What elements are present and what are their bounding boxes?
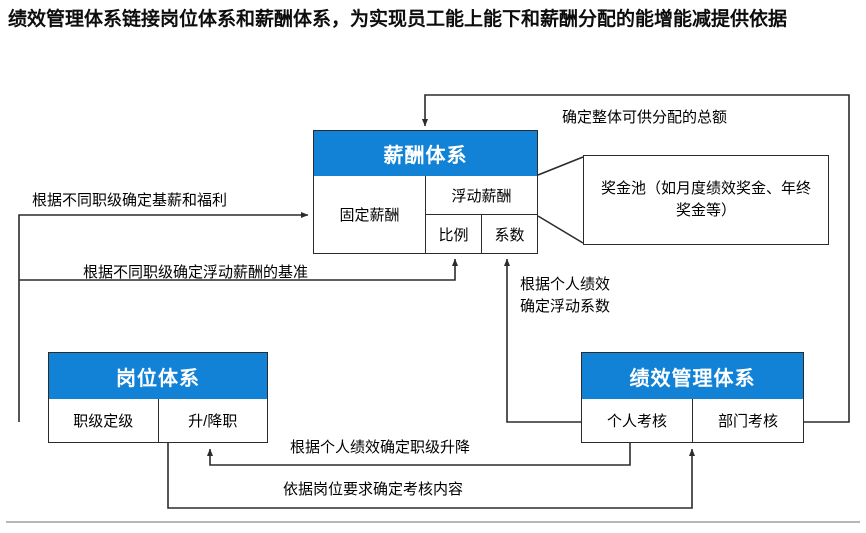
- position-system-box[interactable]: 岗位体系 职级定级 升/降职: [48, 352, 268, 443]
- coefficient-cell[interactable]: 系数: [481, 215, 537, 253]
- floating-salary-subcells: 比例 系数: [426, 215, 537, 253]
- position-system-body: 职级定级 升/降职: [49, 399, 267, 442]
- label-floating-base: 根据不同职级确定浮动薪酬的基准: [83, 264, 309, 281]
- footer-divider: [6, 521, 860, 523]
- salary-system-box[interactable]: 薪酬体系 固定薪酬 浮动薪酬 比例 系数: [313, 130, 538, 254]
- floating-salary-cell[interactable]: 浮动薪酬: [426, 176, 537, 215]
- performance-system-box[interactable]: 绩效管理体系 个人考核 部门考核: [581, 352, 804, 443]
- performance-system-header: 绩效管理体系: [582, 353, 803, 399]
- bonus-pool-callout[interactable]: 奖金池（如月度绩效奖金、年终奖金等）: [583, 155, 829, 245]
- floating-salary-group: 浮动薪酬 比例 系数: [425, 176, 537, 253]
- label-base-salary: 根据不同职级确定基薪和福利: [32, 192, 228, 209]
- label-total-amount: 确定整体可供分配的总额: [562, 109, 728, 126]
- label-floating-coefficient: 根据个人绩效 确定浮动系数: [520, 274, 610, 318]
- salary-system-body: 固定薪酬 浮动薪酬 比例 系数: [314, 176, 537, 253]
- label-rank-change: 根据个人绩效确定职级升降: [290, 439, 471, 456]
- individual-assessment-cell[interactable]: 个人考核: [606, 413, 667, 430]
- label-floating-coefficient-line2: 确定浮动系数: [520, 297, 611, 315]
- page-title: 绩效管理体系链接岗位体系和薪酬体系，为实现员工能上能下和薪酬分配的能增能减提供依…: [8, 9, 788, 30]
- grading-cell[interactable]: 职级定级: [73, 413, 134, 430]
- fixed-salary-cell[interactable]: 固定薪酬: [339, 207, 400, 224]
- position-system-header: 岗位体系: [49, 353, 267, 399]
- label-floating-coefficient-line1: 根据个人绩效: [520, 276, 611, 293]
- promotion-demotion-cell[interactable]: 升/降职: [157, 399, 268, 442]
- performance-system-body: 个人考核 部门考核: [582, 399, 803, 442]
- label-assessment-content: 依据岗位要求确定考核内容: [283, 481, 464, 498]
- department-assessment-cell[interactable]: 部门考核: [692, 399, 803, 442]
- ratio-cell[interactable]: 比例: [438, 226, 469, 244]
- salary-system-header: 薪酬体系: [314, 131, 537, 176]
